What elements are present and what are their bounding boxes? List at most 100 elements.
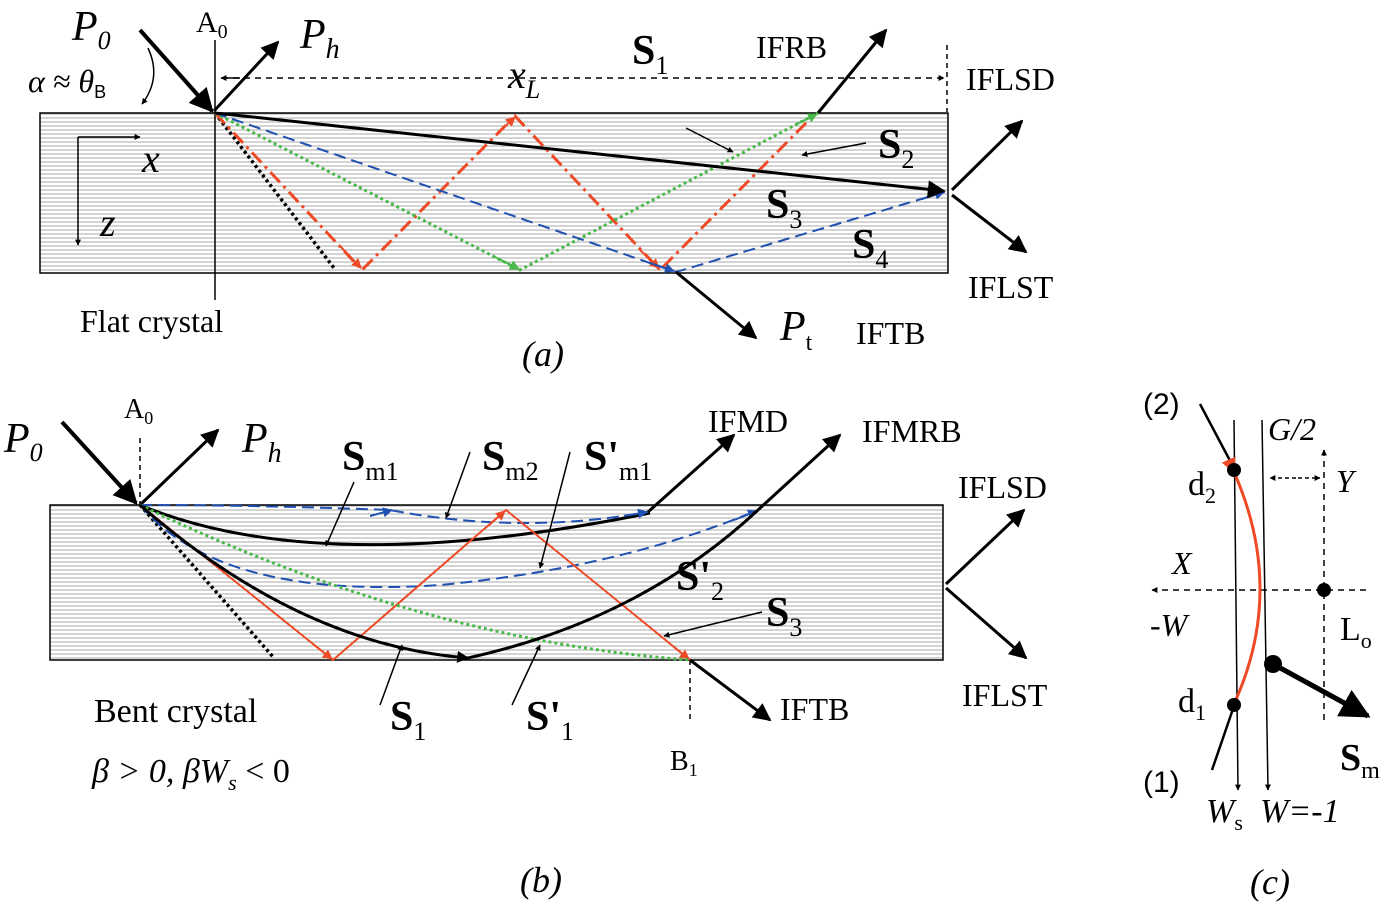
label-w-minus1: W=-1 [1260, 793, 1340, 830]
pointer-s2 [801, 142, 867, 157]
label-neg-w: -W [1150, 607, 1191, 643]
label-sp2: S'2 [676, 554, 724, 606]
label-branch-1: (1) [1143, 766, 1180, 799]
label-axis-y: Y [1336, 463, 1357, 499]
line-ws [1233, 419, 1241, 791]
label-ws: Ws [1206, 793, 1243, 835]
label-flat-crystal: Flat crystal [80, 303, 223, 339]
label-a0-b: A0 [124, 394, 153, 428]
ray-red-b [139, 504, 691, 662]
ray-s1-arrow [439, 650, 470, 663]
out-iftb-beam-b [689, 658, 772, 722]
label-axis-x-c: X [1170, 545, 1193, 581]
bent-crystal [49, 504, 944, 661]
ray-s3-green [214, 111, 819, 272]
reflected-beam-a [212, 40, 280, 113]
pointer-s3-b [663, 611, 763, 638]
flat-crystal [39, 112, 949, 274]
ray-red-b-arrow2 [487, 510, 506, 527]
label-branch-2: (2) [1143, 388, 1180, 421]
ray-s3-green-b [139, 503, 691, 662]
label-ifrb: IFRB [756, 29, 827, 65]
incident-beam-a [138, 28, 214, 113]
panel-c: (2) (1) G/2 Y X -W Lo d2 d1 Sm Ws W=-1 (… [1143, 388, 1380, 902]
pointer-sm2 [445, 451, 471, 519]
label-axis-z: z [99, 200, 116, 245]
label-p0-a: P0 [71, 4, 111, 55]
label-sm2: Sm2 [482, 434, 539, 486]
ray-s1-black [214, 111, 946, 199]
label-ifmrb: IFMRB [862, 413, 962, 449]
label-spm1: S'm1 [584, 434, 652, 486]
label-ifmd: IFMD [708, 403, 788, 439]
caption-a: (a) [522, 334, 564, 374]
pointer-s1 [685, 127, 734, 153]
caption-b: (b) [520, 860, 562, 900]
red-trajectory [1221, 456, 1262, 705]
label-sm-c: Sm [1340, 737, 1380, 784]
label-iflsd-a: IFLSD [966, 61, 1055, 97]
ray-s3-green-arrow1 [494, 256, 520, 270]
angle-arc [141, 47, 155, 105]
ray-s1-black-b [139, 503, 469, 660]
pointer-sm1 [325, 481, 355, 547]
label-iflsd-b: IFLSD [958, 469, 1047, 505]
label-sm1: Sm1 [342, 434, 399, 486]
panel-b: P0 A0 Ph Sm1 Sm2 S'm1 IFMD IFMRB IFLSD I… [3, 394, 1048, 900]
ray-s4-red-arrow1 [339, 245, 362, 269]
point-lo [1317, 583, 1331, 597]
label-b1: B1 [670, 746, 698, 780]
ray-s4-red-arrow2 [496, 116, 516, 135]
point-d1 [1227, 698, 1241, 712]
label-iftb-a: IFTB [856, 315, 925, 351]
out-ifrb-beam [816, 28, 888, 114]
label-angle: α ≈ θB [28, 63, 106, 102]
reflected-beam-b [138, 428, 220, 507]
label-pt: Pt [779, 304, 813, 356]
label-iftb-b: IFTB [780, 691, 849, 727]
pointer-s1-b [379, 644, 403, 706]
ray-s4-red [213, 111, 817, 273]
label-d1: d1 [1178, 683, 1206, 725]
out-iflst-beam [951, 193, 1028, 254]
pointer-sp1-b [511, 644, 541, 706]
label-a0-a: A0 [196, 6, 228, 43]
ray-s2-blue-arrow1 [649, 262, 675, 273]
label-s3-b: S3 [766, 590, 802, 642]
branch-2-line [1198, 403, 1238, 473]
incident-beam-b [60, 420, 138, 505]
ray-sm-c [1271, 661, 1371, 719]
label-d2: d2 [1188, 466, 1216, 508]
label-axis-x: x [141, 136, 160, 181]
out-iflsd-beam-b [944, 508, 1026, 586]
label-sp1-b: S'1 [526, 694, 574, 746]
label-s4-a: S4 [852, 222, 888, 274]
out-ifmd-beam [646, 433, 736, 514]
ray-sp1-black-b [467, 508, 760, 660]
out-iflst-beam-b [945, 586, 1028, 660]
caption-c: (c) [1250, 862, 1290, 902]
pointer-spm1 [538, 451, 571, 569]
branch-1-line [1210, 705, 1236, 771]
label-s2-a: S2 [878, 122, 914, 174]
label-lo: Lo [1340, 611, 1372, 653]
line-w-minus1 [1261, 419, 1271, 791]
point-d2 [1227, 463, 1241, 477]
label-p0-b: P0 [3, 416, 43, 467]
label-s1-b: S1 [390, 694, 426, 746]
label-s1-a: S1 [632, 28, 668, 80]
out-iftb-beam [675, 270, 758, 340]
ray-sm2-arrow2 [623, 508, 648, 519]
ray-red-b-arrow1 [312, 643, 333, 660]
ray-sp2-blue [139, 504, 759, 588]
out-iflsd-beam [950, 119, 1024, 192]
label-s3-a: S3 [766, 182, 802, 234]
label-bent-crystal: Bent crystal [94, 693, 257, 730]
ray-sm2-arrow1 [369, 507, 393, 518]
label-bent-condition: β > 0, βWs < 0 [91, 753, 290, 795]
ray-s3-green-arrow2 [794, 113, 818, 126]
ray-sm1-black [139, 503, 651, 547]
out-ifmrb-beam [756, 433, 842, 512]
label-ph-a: Ph [299, 12, 340, 65]
